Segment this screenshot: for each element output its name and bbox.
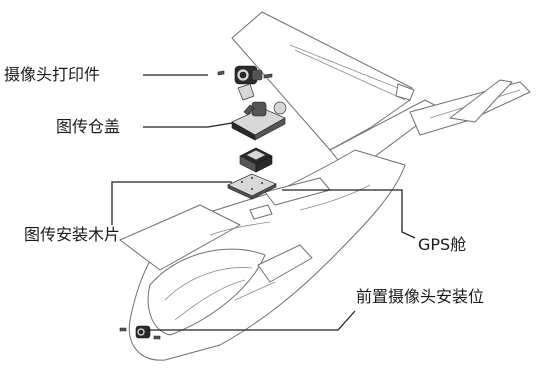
vtx-cover [231,101,287,141]
leader-gps-bay [282,189,416,239]
leader-vtx-board [111,181,232,225]
label-gps-bay: GPS舱 [418,235,467,254]
fuselage [119,149,406,361]
tail-assembly [329,79,531,176]
label-vtx-board: 图传安装木片 [24,225,121,244]
front-camera-mount [119,325,161,340]
vtx-module [239,147,273,173]
label-camera-print: 摄像头打印件 [4,65,101,84]
leader-lines [111,74,416,331]
vtx-mounting-board [227,173,277,200]
leader-vtx-cover [143,122,233,128]
fpv-camera-print [217,65,273,101]
label-front-camera: 前置摄像头安装位 [356,287,485,306]
label-vtx-cover: 图传仓盖 [56,117,121,136]
leader-front-camera [147,310,356,331]
